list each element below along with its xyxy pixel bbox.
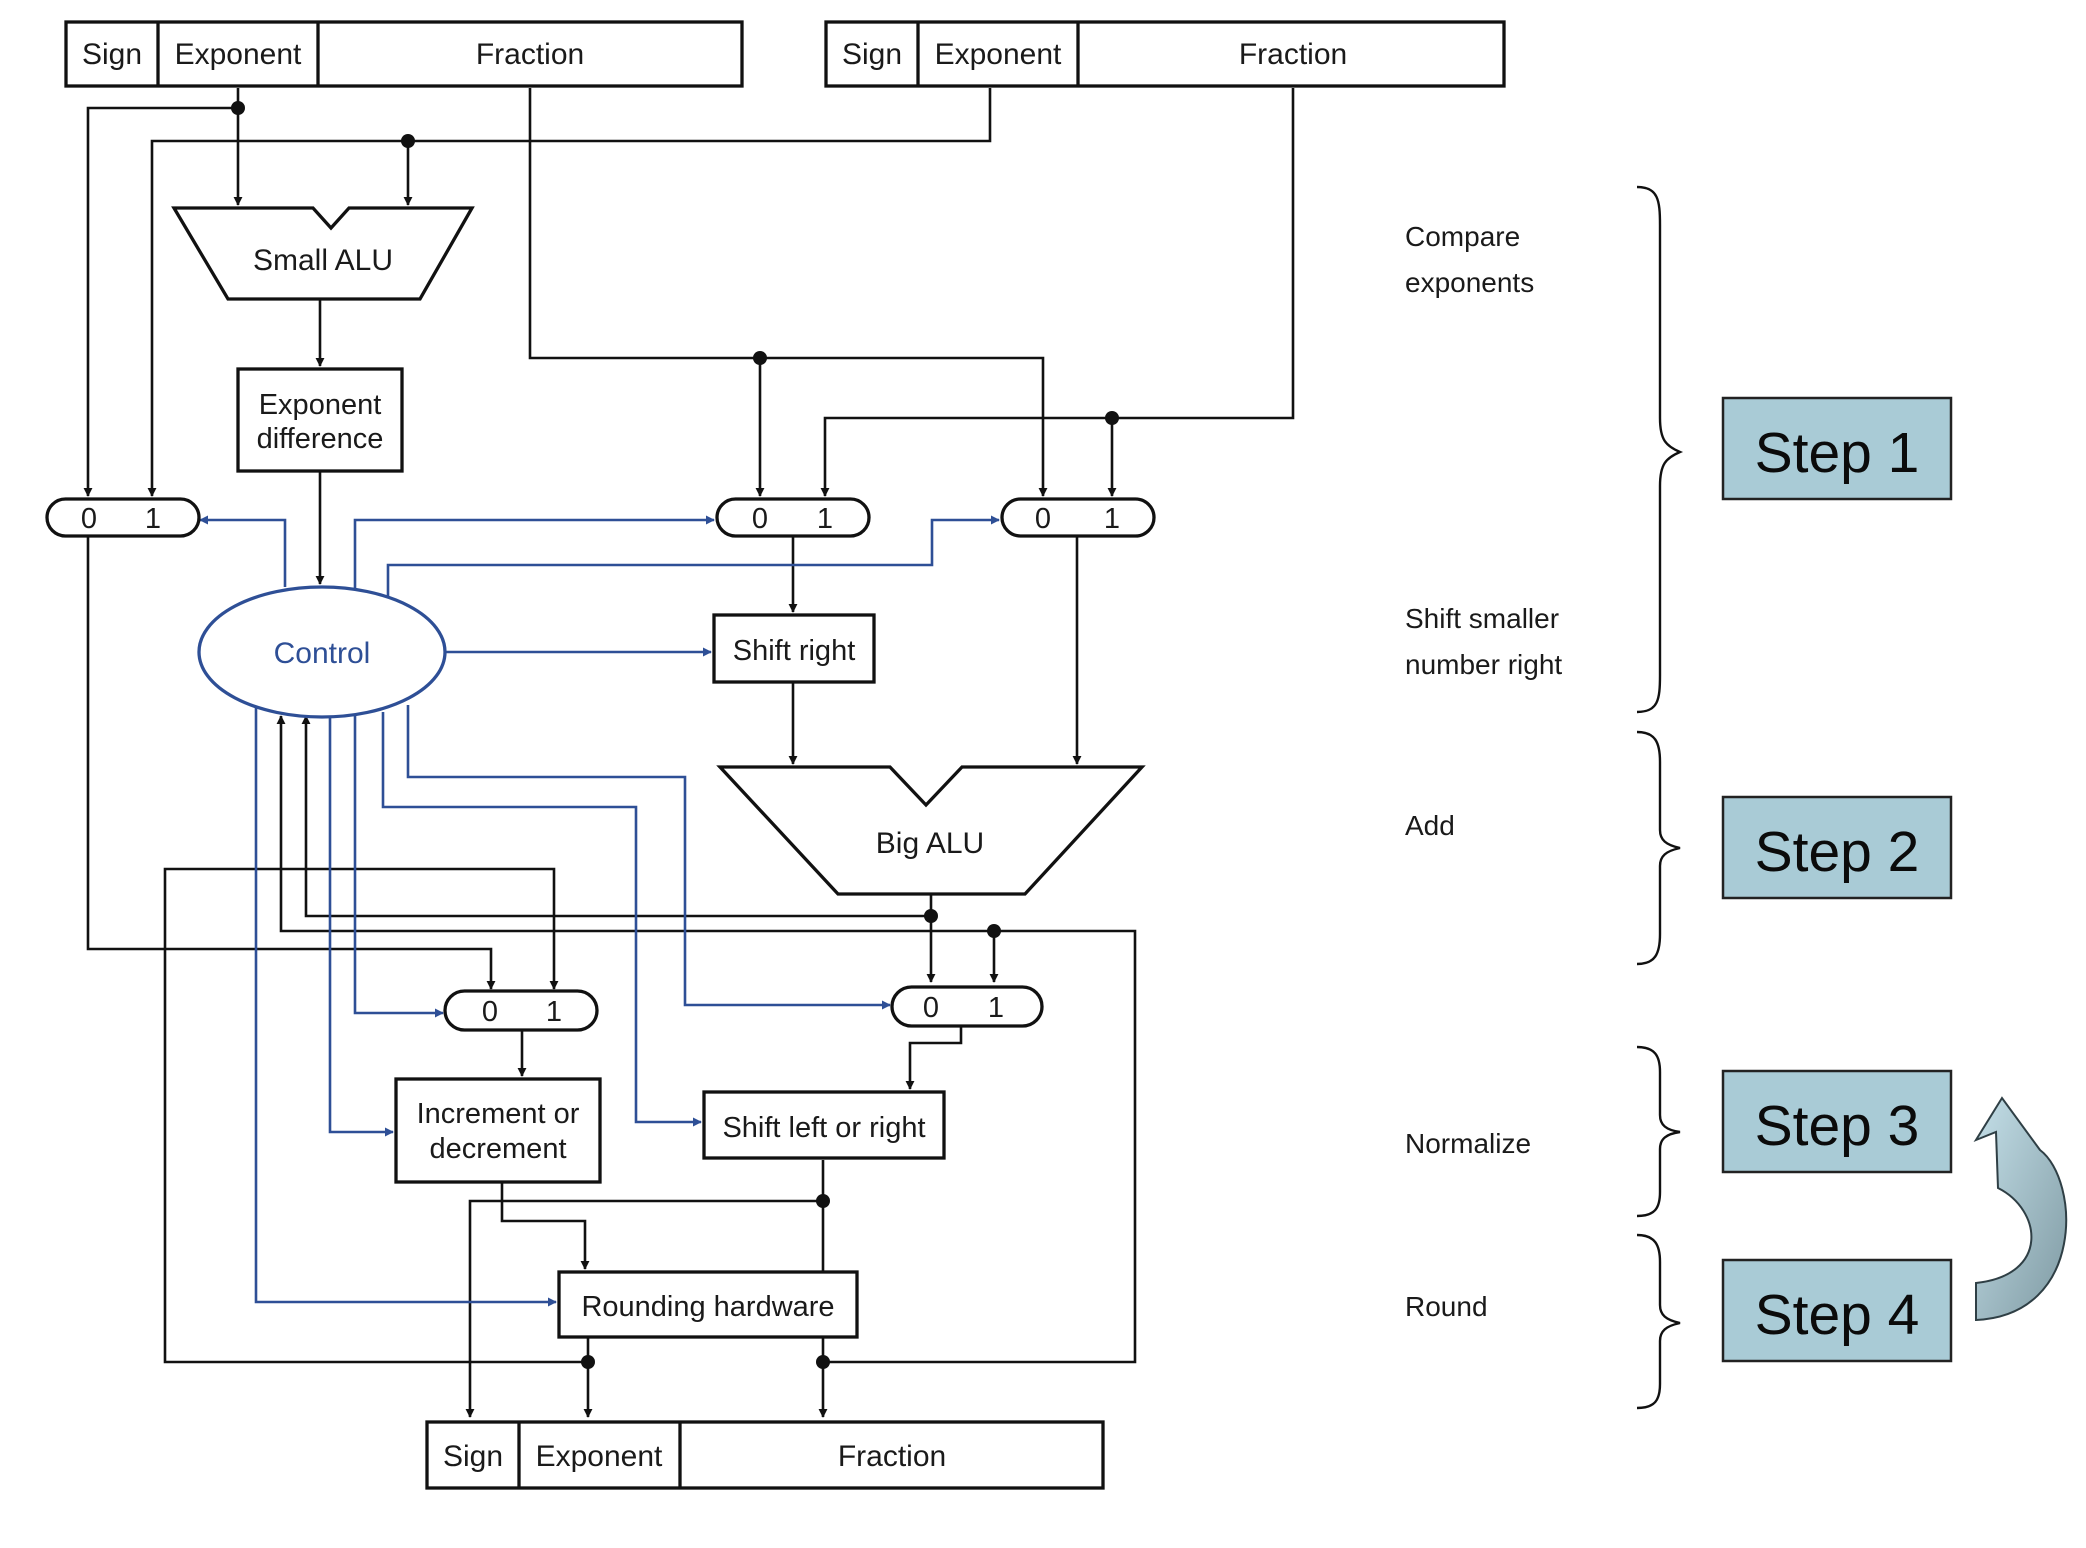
data-wires (83, 88, 1295, 1418)
mux-fraction-normalize: 0 1 (890, 985, 1044, 1028)
control-label: Control (274, 637, 371, 670)
mux-exponent-1: 1 (145, 503, 161, 535)
increment-decrement-line2: decrement (429, 1133, 566, 1165)
small-alu-label: Small ALU (253, 244, 393, 277)
output-register: Sign Exponent Fraction (425, 1420, 1105, 1490)
input-b-exponent: Exponent (935, 38, 1062, 71)
exponent-difference-box: Exponent difference (236, 367, 404, 473)
big-alu-label: Big ALU (876, 827, 984, 860)
loop-back-arrow (1973, 1096, 2068, 1322)
input-a-sign: Sign (82, 38, 142, 71)
step-2-box: Step 2 (1721, 795, 1953, 900)
mux-exponent-normalize-1: 1 (546, 996, 562, 1028)
mux-exponent-normalize-0: 0 (482, 996, 498, 1028)
shift-left-right-box: Shift left or right (702, 1090, 946, 1160)
annotation-normalize: Normalize (1405, 1128, 1531, 1159)
mux-exponent: 0 1 (45, 497, 201, 538)
mux-shift-select: 0 1 (715, 497, 871, 538)
braces (1636, 185, 1684, 1410)
annotation-compare-line2: exponents (1405, 267, 1534, 298)
big-alu: Big ALU (716, 765, 1146, 896)
mux-fraction-normalize-1: 1 (988, 992, 1004, 1024)
input-a-fraction: Fraction (476, 38, 584, 71)
stage-annotations: Compare exponents Shift smaller number r… (1405, 221, 1562, 1322)
step-3-label: Step 3 (1755, 1094, 1920, 1158)
step-1-label: Step 1 (1755, 421, 1920, 485)
output-fraction: Fraction (838, 1440, 946, 1473)
rounding-hardware-box: Rounding hardware (557, 1270, 859, 1339)
increment-decrement-line1: Increment or (417, 1098, 580, 1130)
brace-step2 (1636, 730, 1681, 966)
annotation-compare-line1: Compare (1405, 221, 1520, 252)
shift-right-label: Shift right (733, 635, 856, 667)
mux-bigalu-input: 0 1 (1000, 497, 1156, 538)
input-register-a: Sign Exponent Fraction (64, 20, 744, 88)
exponent-difference-line2: difference (257, 423, 384, 455)
mux-exponent-0: 0 (81, 503, 97, 535)
brace-step4 (1636, 1233, 1681, 1410)
exponent-difference-line1: Exponent (259, 389, 382, 421)
step-4-box: Step 4 (1721, 1258, 1953, 1363)
mux-bigalu-input-0: 0 (1035, 503, 1051, 535)
step-1-box: Step 1 (1721, 396, 1953, 501)
step-2-label: Step 2 (1755, 820, 1920, 884)
control-wires (199, 515, 1000, 1307)
annotation-round: Round (1405, 1291, 1488, 1322)
annotation-add: Add (1405, 810, 1455, 841)
annotation-shift-line1: Shift smaller (1405, 603, 1559, 634)
brace-step3 (1636, 1045, 1681, 1218)
step-3-box: Step 3 (1721, 1069, 1953, 1174)
small-alu: Small ALU (171, 206, 475, 301)
input-a-exponent: Exponent (175, 38, 302, 71)
shift-right-box: Shift right (712, 613, 876, 684)
output-exponent: Exponent (536, 1440, 663, 1473)
mux-shift-select-1: 1 (817, 503, 833, 535)
step-4-label: Step 4 (1755, 1283, 1920, 1347)
input-register-b: Sign Exponent Fraction (824, 20, 1506, 88)
mux-shift-select-0: 0 (752, 503, 768, 535)
rounding-hardware-label: Rounding hardware (581, 1291, 834, 1323)
mux-bigalu-input-1: 1 (1104, 503, 1120, 535)
mux-exponent-normalize: 0 1 (443, 989, 599, 1032)
junction-dots (231, 101, 1119, 1369)
input-b-fraction: Fraction (1239, 38, 1347, 71)
increment-decrement-box: Increment or decrement (394, 1077, 602, 1184)
input-b-sign: Sign (842, 38, 902, 71)
annotation-shift-line2: number right (1405, 649, 1562, 680)
brace-step1 (1636, 185, 1684, 714)
output-sign: Sign (443, 1440, 503, 1473)
shift-left-right-label: Shift left or right (722, 1112, 925, 1144)
mux-fraction-normalize-0: 0 (923, 992, 939, 1024)
control-unit: Control (197, 585, 447, 719)
